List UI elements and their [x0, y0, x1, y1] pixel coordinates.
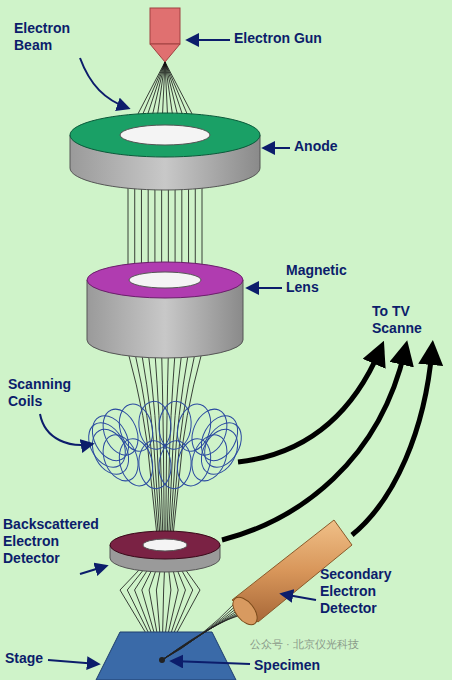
part-label: Stage [5, 650, 65, 667]
part-label: Electron Beam [14, 20, 89, 54]
part-label: Scanning Coils [8, 376, 88, 410]
part-label: Specimen [254, 657, 344, 674]
magnetic-lens [87, 262, 243, 358]
leader-arrows [40, 40, 316, 664]
electron-gun [150, 8, 180, 62]
part-label: Anode [294, 138, 374, 155]
stage [96, 632, 236, 680]
part-label: Electron Gun [234, 30, 374, 47]
watermark: 公众号 · 北京仪光科技 [250, 638, 359, 651]
part-label: To TV Scanne [372, 303, 444, 337]
signal-arrows [222, 350, 432, 540]
part-label: Secondary Electron Detector [320, 566, 432, 616]
scanning-coils [81, 400, 249, 490]
backscattered-detector [110, 531, 220, 572]
part-label: Backscattered Electron Detector [3, 516, 107, 566]
specimen [159, 657, 165, 663]
anode [70, 113, 260, 190]
part-label: Magnetic Lens [286, 262, 368, 296]
